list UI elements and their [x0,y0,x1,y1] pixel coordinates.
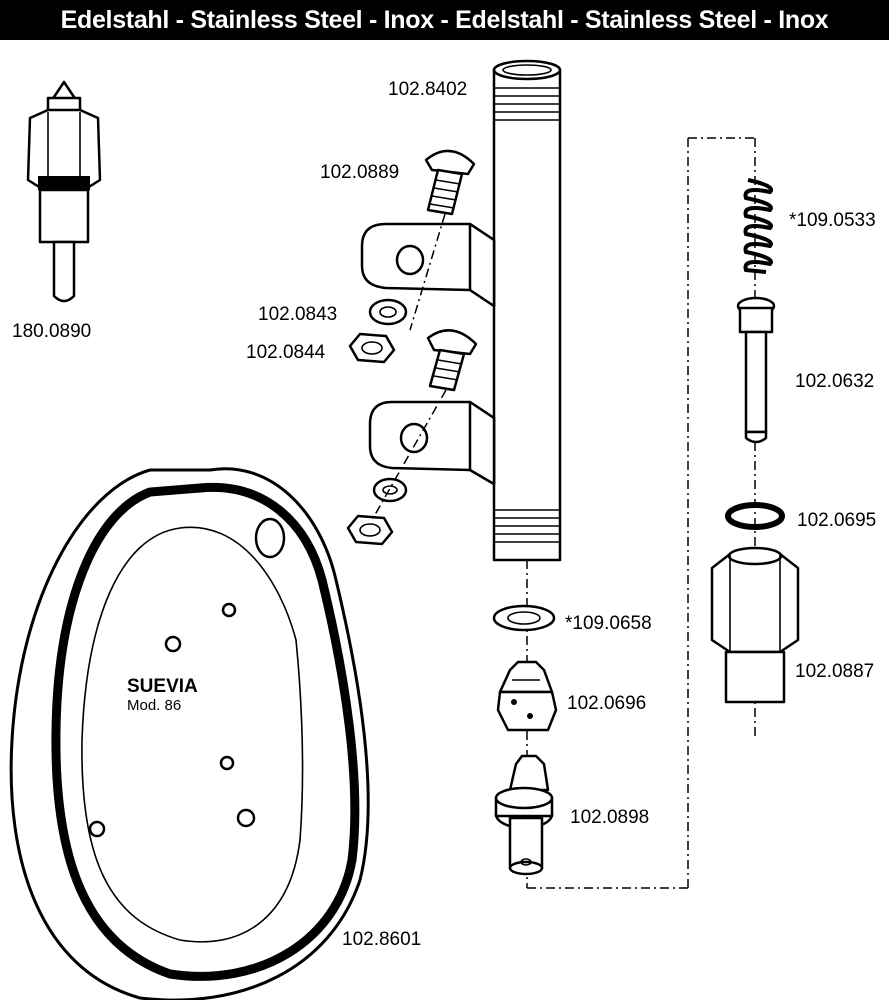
bowl-brand-text: SUEVIA [127,676,198,697]
o-ring-part [725,502,785,530]
bracket-upper [360,222,496,308]
exploded-parts-diagram: 180.0890 102.8402 102.0889 102.084 [9,59,876,1000]
valve-body-part [494,754,554,876]
carriage-bolt-upper [424,149,476,216]
label-nipple-valve: 180.0890 [12,321,91,342]
bracket-lower [368,400,496,486]
label-nozzle: 102.0696 [567,693,646,714]
label-washer: 102.0843 [258,304,337,325]
nut-lower [346,514,394,546]
label-o-ring: 102.0695 [797,510,876,531]
label-gasket: *109.0658 [565,613,652,634]
label-bowl: 102.8601 [342,929,421,950]
header-banner: Edelstahl - Stainless Steel - Inox - Ede… [0,0,889,40]
label-valve-body: 102.0898 [570,807,649,828]
washer-lower [372,477,408,503]
bowl-part [9,467,370,1000]
pipe-part [492,59,562,562]
label-nut: 102.0844 [246,342,326,363]
label-pipe: 102.8402 [388,79,467,100]
label-hex-nut-large: 102.0887 [795,661,874,682]
bowl-model-text: Mod. 86 [127,697,181,714]
nut-upper [348,332,396,364]
label-pin: 102.0632 [795,371,874,392]
spring-part [743,178,773,274]
label-spring: *109.0533 [789,210,876,231]
gasket-part [492,604,556,632]
nipple-valve-part [26,80,102,303]
carriage-bolt-lower [426,329,478,392]
label-carriage-bolt: 102.0889 [320,162,399,183]
pin-part [736,296,776,444]
nozzle-part [496,660,558,732]
hex-nut-large-part [710,546,800,704]
washer-upper [368,298,408,326]
